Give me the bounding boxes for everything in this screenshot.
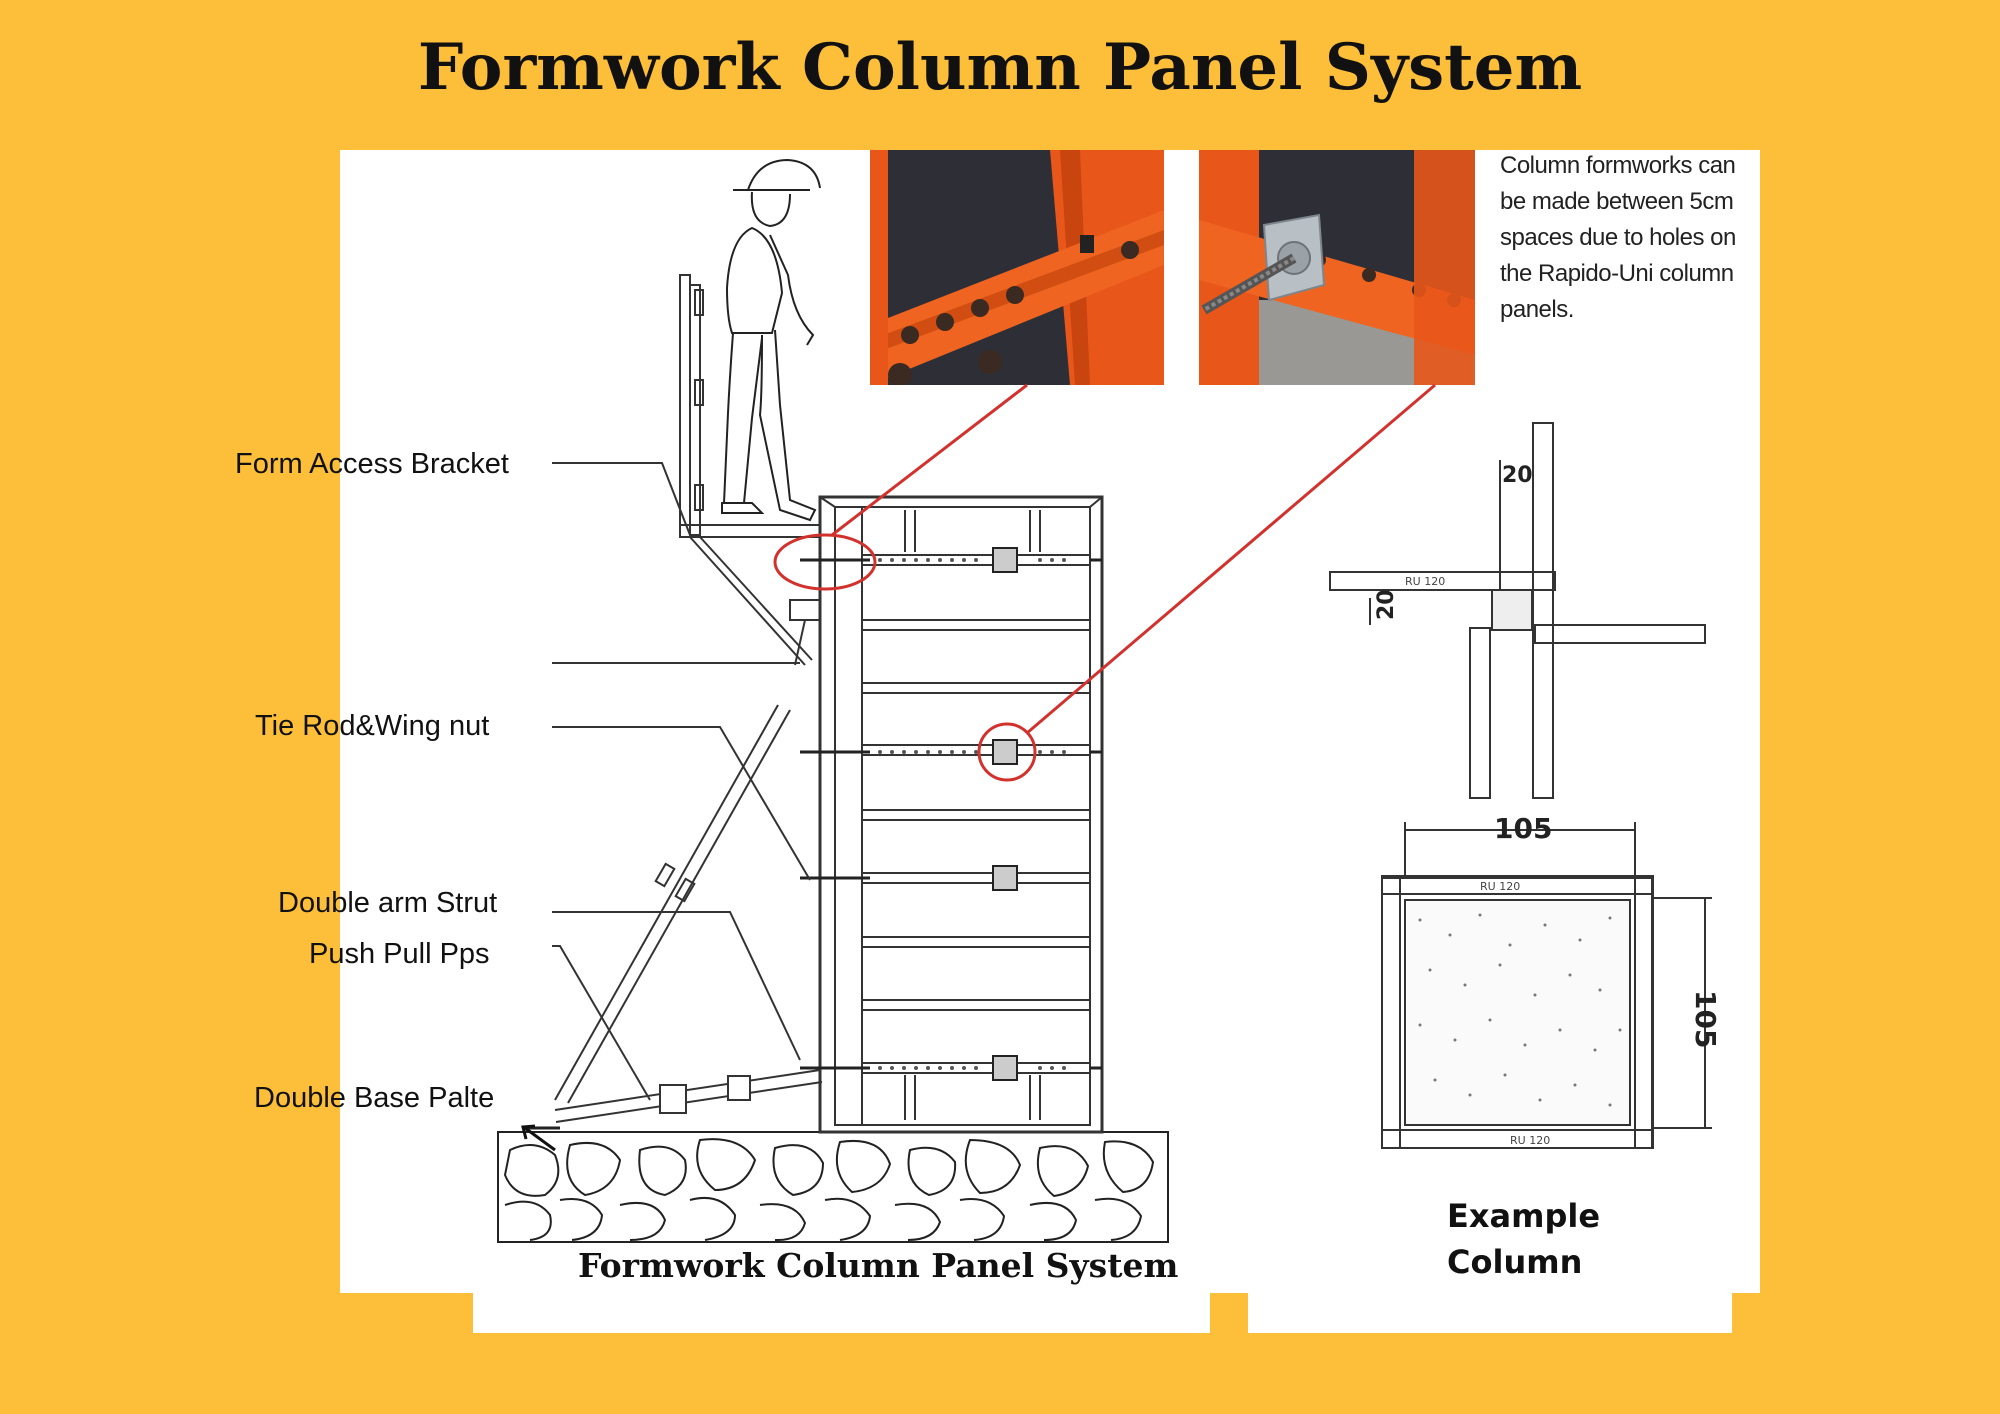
panel-hole-dots (878, 558, 1066, 1070)
callout-form-access-bracket: Form Access Bracket (235, 448, 509, 480)
access-bracket (679, 274, 821, 666)
caption-right-line1: Example (1447, 1197, 1601, 1235)
callout-tie-rod-wing-nut: Tie Rod&Wing nut (255, 710, 490, 742)
callout-double-base-plate: Double Base Palte (254, 1082, 495, 1114)
panel-label-cross: RU 120 (1405, 575, 1445, 588)
caption-panel-right (1248, 1290, 1732, 1333)
callout-leaders (552, 462, 811, 1101)
panel-label-top: RU 120 (1480, 880, 1520, 893)
dim-square-height: 105 (1689, 990, 1722, 1048)
concrete-speckle (1418, 913, 1622, 1107)
wing-nut-closeup-photo (1199, 150, 1475, 385)
callout-push-pull-pps: Push Pull Pps (309, 938, 490, 970)
panel-closeup-photo (870, 150, 1164, 385)
push-pull-prop (554, 1069, 823, 1123)
highlight-markers (773, 383, 1436, 782)
caption-panel-left (473, 1290, 1210, 1333)
dim-square-width: 105 (1494, 812, 1552, 845)
caption-left: Formwork Column Panel System (578, 1246, 1179, 1285)
vertical-stiffeners (904, 510, 1041, 1120)
panel-crossbars (861, 554, 1091, 1074)
page-title: Formwork Column Panel System (417, 30, 1583, 105)
plan-view-cross (1329, 422, 1706, 799)
double-arm-strut (554, 704, 791, 1104)
wing-nuts (992, 547, 1018, 1081)
dim-plan-top-a: 20 (1502, 463, 1533, 488)
caption-right-line2: Column (1447, 1243, 1583, 1281)
callout-double-arm-strut: Double arm Strut (278, 887, 498, 919)
base-plate-arrow (521, 1124, 556, 1152)
stone-foundation (497, 1131, 1169, 1243)
dim-plan-top-b: 20 (1374, 589, 1399, 620)
panel-label-bottom: RU 120 (1510, 1134, 1550, 1147)
caption-right: Example Column (1447, 1193, 1600, 1285)
example-column-square (1381, 822, 1712, 1149)
note-text: Column formworks can be made between 5cm… (1500, 152, 1736, 323)
worker-figure (721, 158, 821, 522)
side-clamps (800, 558, 1102, 1070)
caption-gap-mask (1210, 1293, 1248, 1343)
